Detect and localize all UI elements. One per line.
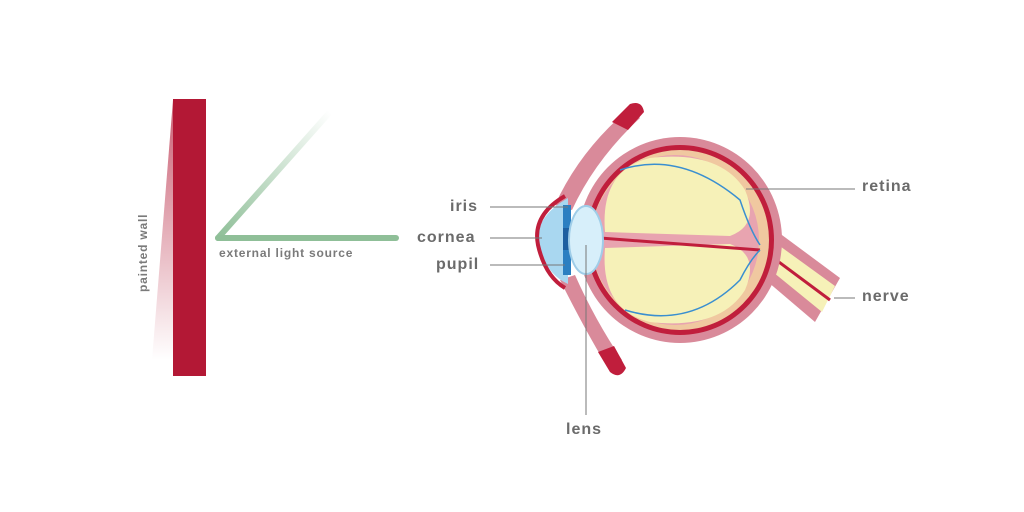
- painted-wall: [173, 99, 206, 376]
- painted-wall-label: painted wall: [136, 213, 150, 292]
- vitreous-upper: [604, 156, 750, 236]
- leader-lines: [490, 188, 855, 415]
- wall-shadow: [152, 100, 173, 360]
- pupil-gap: [563, 228, 571, 250]
- vitreous-lower: [604, 244, 750, 324]
- lower-muscle-tip: [598, 346, 626, 376]
- upper-muscle-tip: [612, 103, 644, 130]
- cornea-label: cornea: [417, 229, 476, 246]
- central-vessel: [599, 236, 761, 252]
- light-ray-reflected: [215, 109, 333, 241]
- light-source-label: external light source: [219, 246, 354, 260]
- iris-label: iris: [450, 198, 479, 215]
- retinal-vessel: [624, 249, 761, 317]
- retinal-vessel: [619, 163, 761, 246]
- lens-label: lens: [566, 421, 603, 438]
- lower-muscle: [560, 275, 622, 368]
- upper-muscle: [555, 108, 640, 210]
- pupil-label: pupil: [436, 256, 480, 273]
- nerve-label: nerve: [862, 288, 910, 305]
- retina-label: retina: [862, 178, 912, 195]
